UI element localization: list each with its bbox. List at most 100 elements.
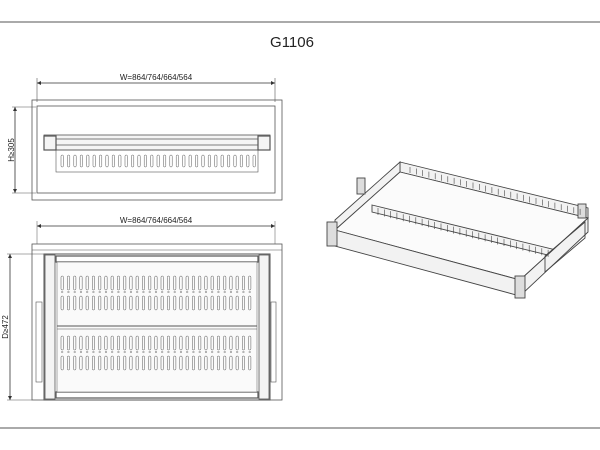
slot (223, 335, 227, 351)
slot (117, 295, 120, 311)
slot (248, 291, 251, 294)
slot (160, 295, 164, 311)
left-side-frame (44, 254, 56, 400)
slot (92, 335, 95, 351)
slot (242, 351, 245, 354)
slot (61, 291, 64, 294)
slot (160, 275, 164, 291)
slot (167, 335, 170, 351)
slot (129, 295, 133, 311)
slot (143, 154, 147, 168)
slot (136, 291, 139, 294)
slot (67, 291, 70, 294)
slot (131, 154, 135, 168)
slot (142, 335, 145, 351)
slot (73, 295, 77, 311)
slot (86, 351, 89, 354)
slot (242, 295, 245, 311)
slot (135, 295, 139, 311)
slot (214, 154, 218, 168)
slot (167, 355, 170, 371)
slot (148, 355, 152, 371)
slot (85, 355, 89, 371)
slot (207, 154, 211, 168)
slot (220, 154, 224, 168)
slot (192, 355, 195, 371)
slot (198, 335, 202, 351)
slot (123, 335, 127, 351)
slot (223, 295, 227, 311)
back-rail (55, 255, 259, 263)
slot (123, 355, 127, 371)
slot (79, 295, 83, 311)
slot (99, 154, 103, 168)
slot (142, 355, 145, 371)
slot (175, 154, 179, 168)
slot (167, 275, 170, 291)
slot (148, 295, 152, 311)
slot (154, 351, 157, 354)
slot (154, 335, 158, 351)
slot (204, 351, 207, 354)
slot (111, 291, 114, 294)
left-runner-block (43, 135, 57, 151)
slot (105, 154, 109, 168)
slot (117, 351, 120, 354)
slot (248, 295, 252, 311)
front-rail (43, 134, 271, 151)
slot (252, 154, 256, 168)
slot (192, 335, 195, 351)
slot (98, 355, 102, 371)
slot (92, 351, 95, 354)
slot (201, 154, 205, 168)
slot (169, 154, 173, 168)
slot (148, 335, 152, 351)
slot (73, 154, 77, 168)
left-slide (35, 301, 43, 383)
slot (142, 275, 145, 291)
top-slots (60, 275, 252, 371)
front-width-label: W=864/764/664/564 (120, 73, 193, 82)
slot (210, 295, 214, 311)
slot (154, 275, 158, 291)
slot (239, 154, 243, 168)
slot (204, 355, 208, 371)
slot (73, 291, 76, 294)
slot (204, 295, 208, 311)
slot (110, 295, 114, 311)
front-rail-top (55, 391, 259, 399)
slot (248, 335, 252, 351)
slot (179, 335, 183, 351)
slot (204, 335, 208, 351)
slot (124, 154, 128, 168)
slot (148, 275, 152, 291)
slot (98, 275, 102, 291)
slot (179, 351, 182, 354)
slot (163, 154, 167, 168)
slot (229, 351, 232, 354)
slot (67, 275, 70, 291)
slot (235, 295, 239, 311)
slot (60, 295, 64, 311)
slot (235, 355, 239, 371)
slot (198, 275, 202, 291)
slot (98, 335, 102, 351)
slot (217, 355, 220, 371)
slot (167, 291, 170, 294)
slot (233, 154, 237, 168)
slot (204, 291, 207, 294)
slot (148, 351, 151, 354)
slot (173, 295, 177, 311)
slot (104, 351, 107, 354)
slot (248, 355, 252, 371)
slot (236, 351, 239, 354)
slot (129, 351, 132, 354)
slot (123, 295, 127, 311)
front-slots (60, 154, 256, 168)
slot (67, 355, 70, 371)
slot (86, 291, 89, 294)
slot (185, 295, 189, 311)
slot (167, 351, 170, 354)
iso-left-block (326, 221, 338, 247)
front-basket (55, 149, 259, 173)
